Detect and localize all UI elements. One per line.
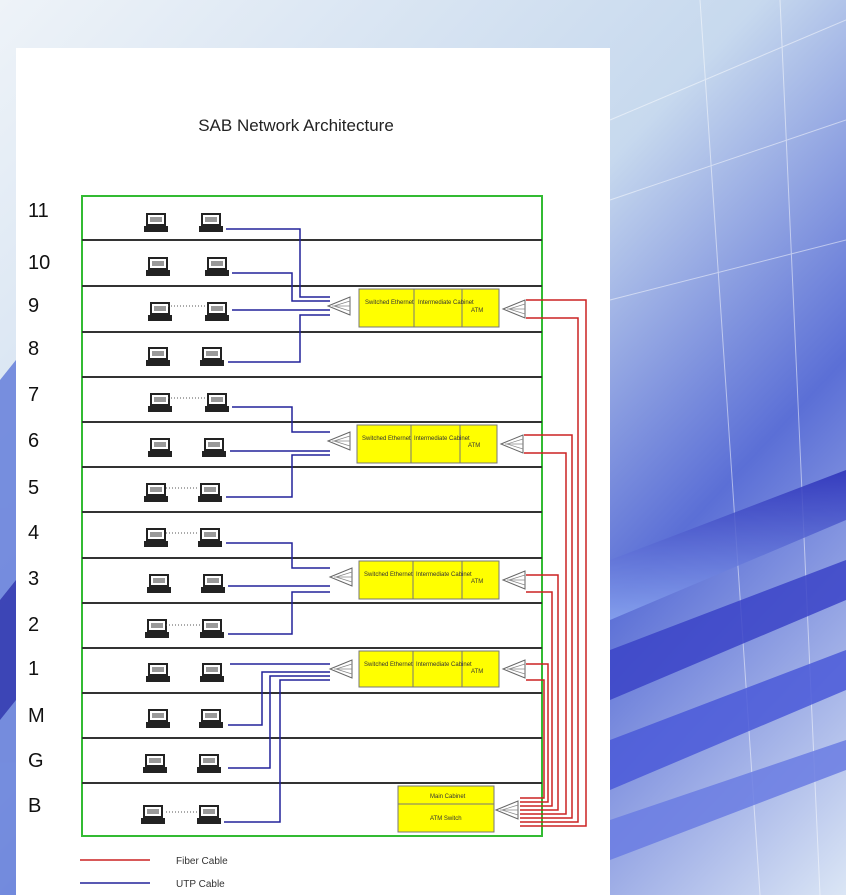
intermediate-cabinet-label: Intermediate Cabinet (416, 572, 472, 578)
floor-label-4: 4 (28, 522, 40, 544)
floor-label-5: 5 (28, 477, 40, 499)
floor-3-switch-stack (329, 560, 526, 600)
floor-6-switch-stack (327, 424, 524, 464)
diagram-panel (16, 48, 610, 895)
diagram-title: SAB Network Architecture (198, 116, 394, 135)
intermediate-cabinet-label: Intermediate Cabinet (418, 300, 474, 306)
pc-dotted-links (166, 305, 205, 813)
floor-label-3: 3 (28, 568, 40, 590)
switched-ethernet-label: Switched Ethernet (364, 662, 413, 668)
floor-label-b: B (28, 795, 42, 817)
floor-label-g: G (28, 750, 44, 772)
floor-label-m: M (28, 705, 45, 727)
atm-switch-label: ATM Switch (430, 816, 462, 822)
atm-label: ATM (471, 669, 483, 675)
floor-lines (82, 239, 542, 784)
intermediate-cabinet-label: Intermediate Cabinet (416, 662, 472, 668)
floor-9-switch-stack (327, 288, 526, 328)
switched-ethernet-label: Switched Ethernet (364, 572, 413, 578)
switched-ethernet-label: Switched Ethernet (365, 300, 414, 306)
floor-label-6: 6 (28, 430, 40, 452)
atm-label: ATM (471, 308, 483, 314)
fiber-legend-label: Fiber Cable (176, 856, 228, 867)
building-frame (81, 195, 543, 837)
utp-legend-label: UTP Cable (176, 879, 225, 890)
atm-label: ATM (471, 579, 483, 585)
floor-1-switch-stack (329, 650, 526, 688)
main-cabinet: Main Cabinet ATM Switch (397, 785, 519, 833)
intermediate-cabinet-label: Intermediate Cabinet (414, 436, 470, 442)
floor-label-11: 11 (28, 200, 49, 222)
floor-label-7: 7 (28, 384, 40, 406)
utp-cables (224, 228, 330, 823)
switched-ethernet-label: Switched Ethernet (362, 436, 411, 442)
floor-label-1: 1 (28, 658, 40, 680)
legend: Fiber Cable UTP Cable (80, 856, 228, 890)
workstations (140, 213, 230, 825)
atm-label: ATM (468, 443, 480, 449)
floor-label-9: 9 (28, 295, 40, 317)
switch-stack-labels: Switched Ethernet Intermediate Cabinet A… (362, 300, 483, 675)
fiber-cables (520, 299, 587, 827)
floor-label-8: 8 (28, 338, 40, 360)
floor-label-10: 10 (28, 252, 51, 274)
floor-label-2: 2 (28, 614, 40, 636)
main-cabinet-label: Main Cabinet (430, 794, 466, 800)
